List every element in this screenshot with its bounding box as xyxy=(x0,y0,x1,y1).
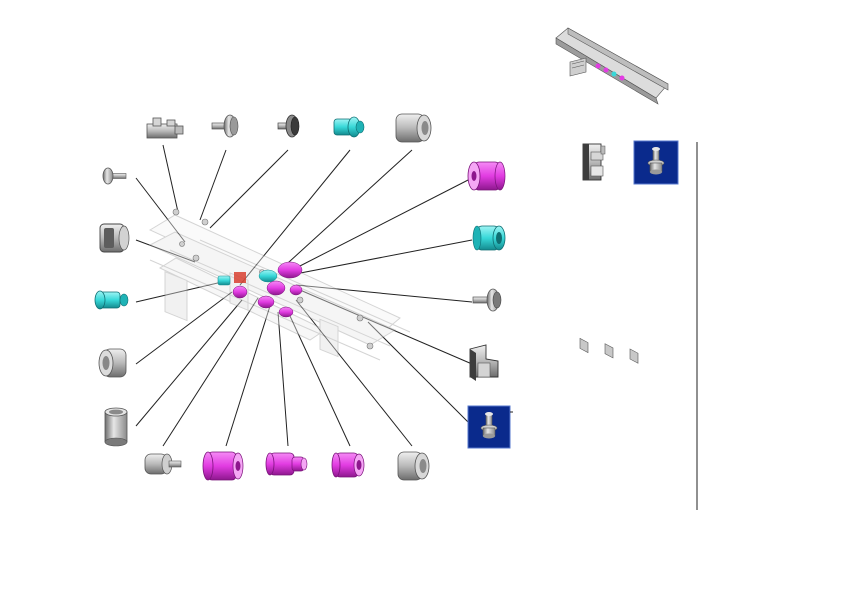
leader-line xyxy=(135,177,186,243)
leader-line xyxy=(289,239,473,276)
central-assembly xyxy=(148,208,411,361)
leader-line xyxy=(225,305,271,447)
bracket-part-icon xyxy=(146,117,184,139)
assembly-overview-thumbnail xyxy=(555,27,669,364)
leader-line xyxy=(289,315,351,447)
bushing-cyan-part-icon xyxy=(94,290,129,310)
leader-line xyxy=(135,281,223,303)
screw-dark-part-icon xyxy=(277,114,300,138)
clip-part-icon xyxy=(469,344,499,381)
leader-line xyxy=(162,297,259,447)
grommet-part-icon xyxy=(397,451,430,481)
grommet-part-icon xyxy=(98,348,127,378)
leader-line xyxy=(367,321,473,427)
screw-part-icon xyxy=(211,114,239,138)
bushing-cyan-part-icon xyxy=(472,225,506,251)
leader-line xyxy=(162,144,179,213)
grommet-square-part-icon xyxy=(99,223,130,253)
bushing-cyan-part-icon xyxy=(333,116,365,138)
leader-line xyxy=(135,291,233,365)
leader-line xyxy=(199,149,227,221)
leader-line xyxy=(239,149,351,286)
leader-line xyxy=(135,239,196,263)
hub-part-icon xyxy=(144,453,182,475)
leader-line xyxy=(209,149,289,229)
leader-line xyxy=(277,311,289,447)
leader-line xyxy=(277,149,413,273)
leader-line xyxy=(135,299,243,427)
pin-tool-icon[interactable] xyxy=(633,140,679,185)
leader-line xyxy=(295,299,413,447)
leader-line xyxy=(295,177,473,269)
leader-line xyxy=(295,284,473,303)
grommet-part-icon xyxy=(395,113,432,143)
roller-magenta-part-icon xyxy=(265,452,308,476)
roller-magenta-part-icon xyxy=(202,451,244,481)
sleeve-part-icon xyxy=(104,407,128,447)
roller-magenta-part-icon xyxy=(331,452,365,478)
pin-selected-part-icon[interactable] xyxy=(467,405,513,449)
leader-line xyxy=(299,289,473,365)
screw-small-part-icon xyxy=(102,167,127,185)
roller-magenta-part-icon xyxy=(467,161,506,191)
screw-part-icon xyxy=(472,288,502,312)
clip-tool-icon[interactable] xyxy=(582,143,606,181)
leader-lines xyxy=(135,144,473,447)
part-toolbox xyxy=(582,140,698,510)
